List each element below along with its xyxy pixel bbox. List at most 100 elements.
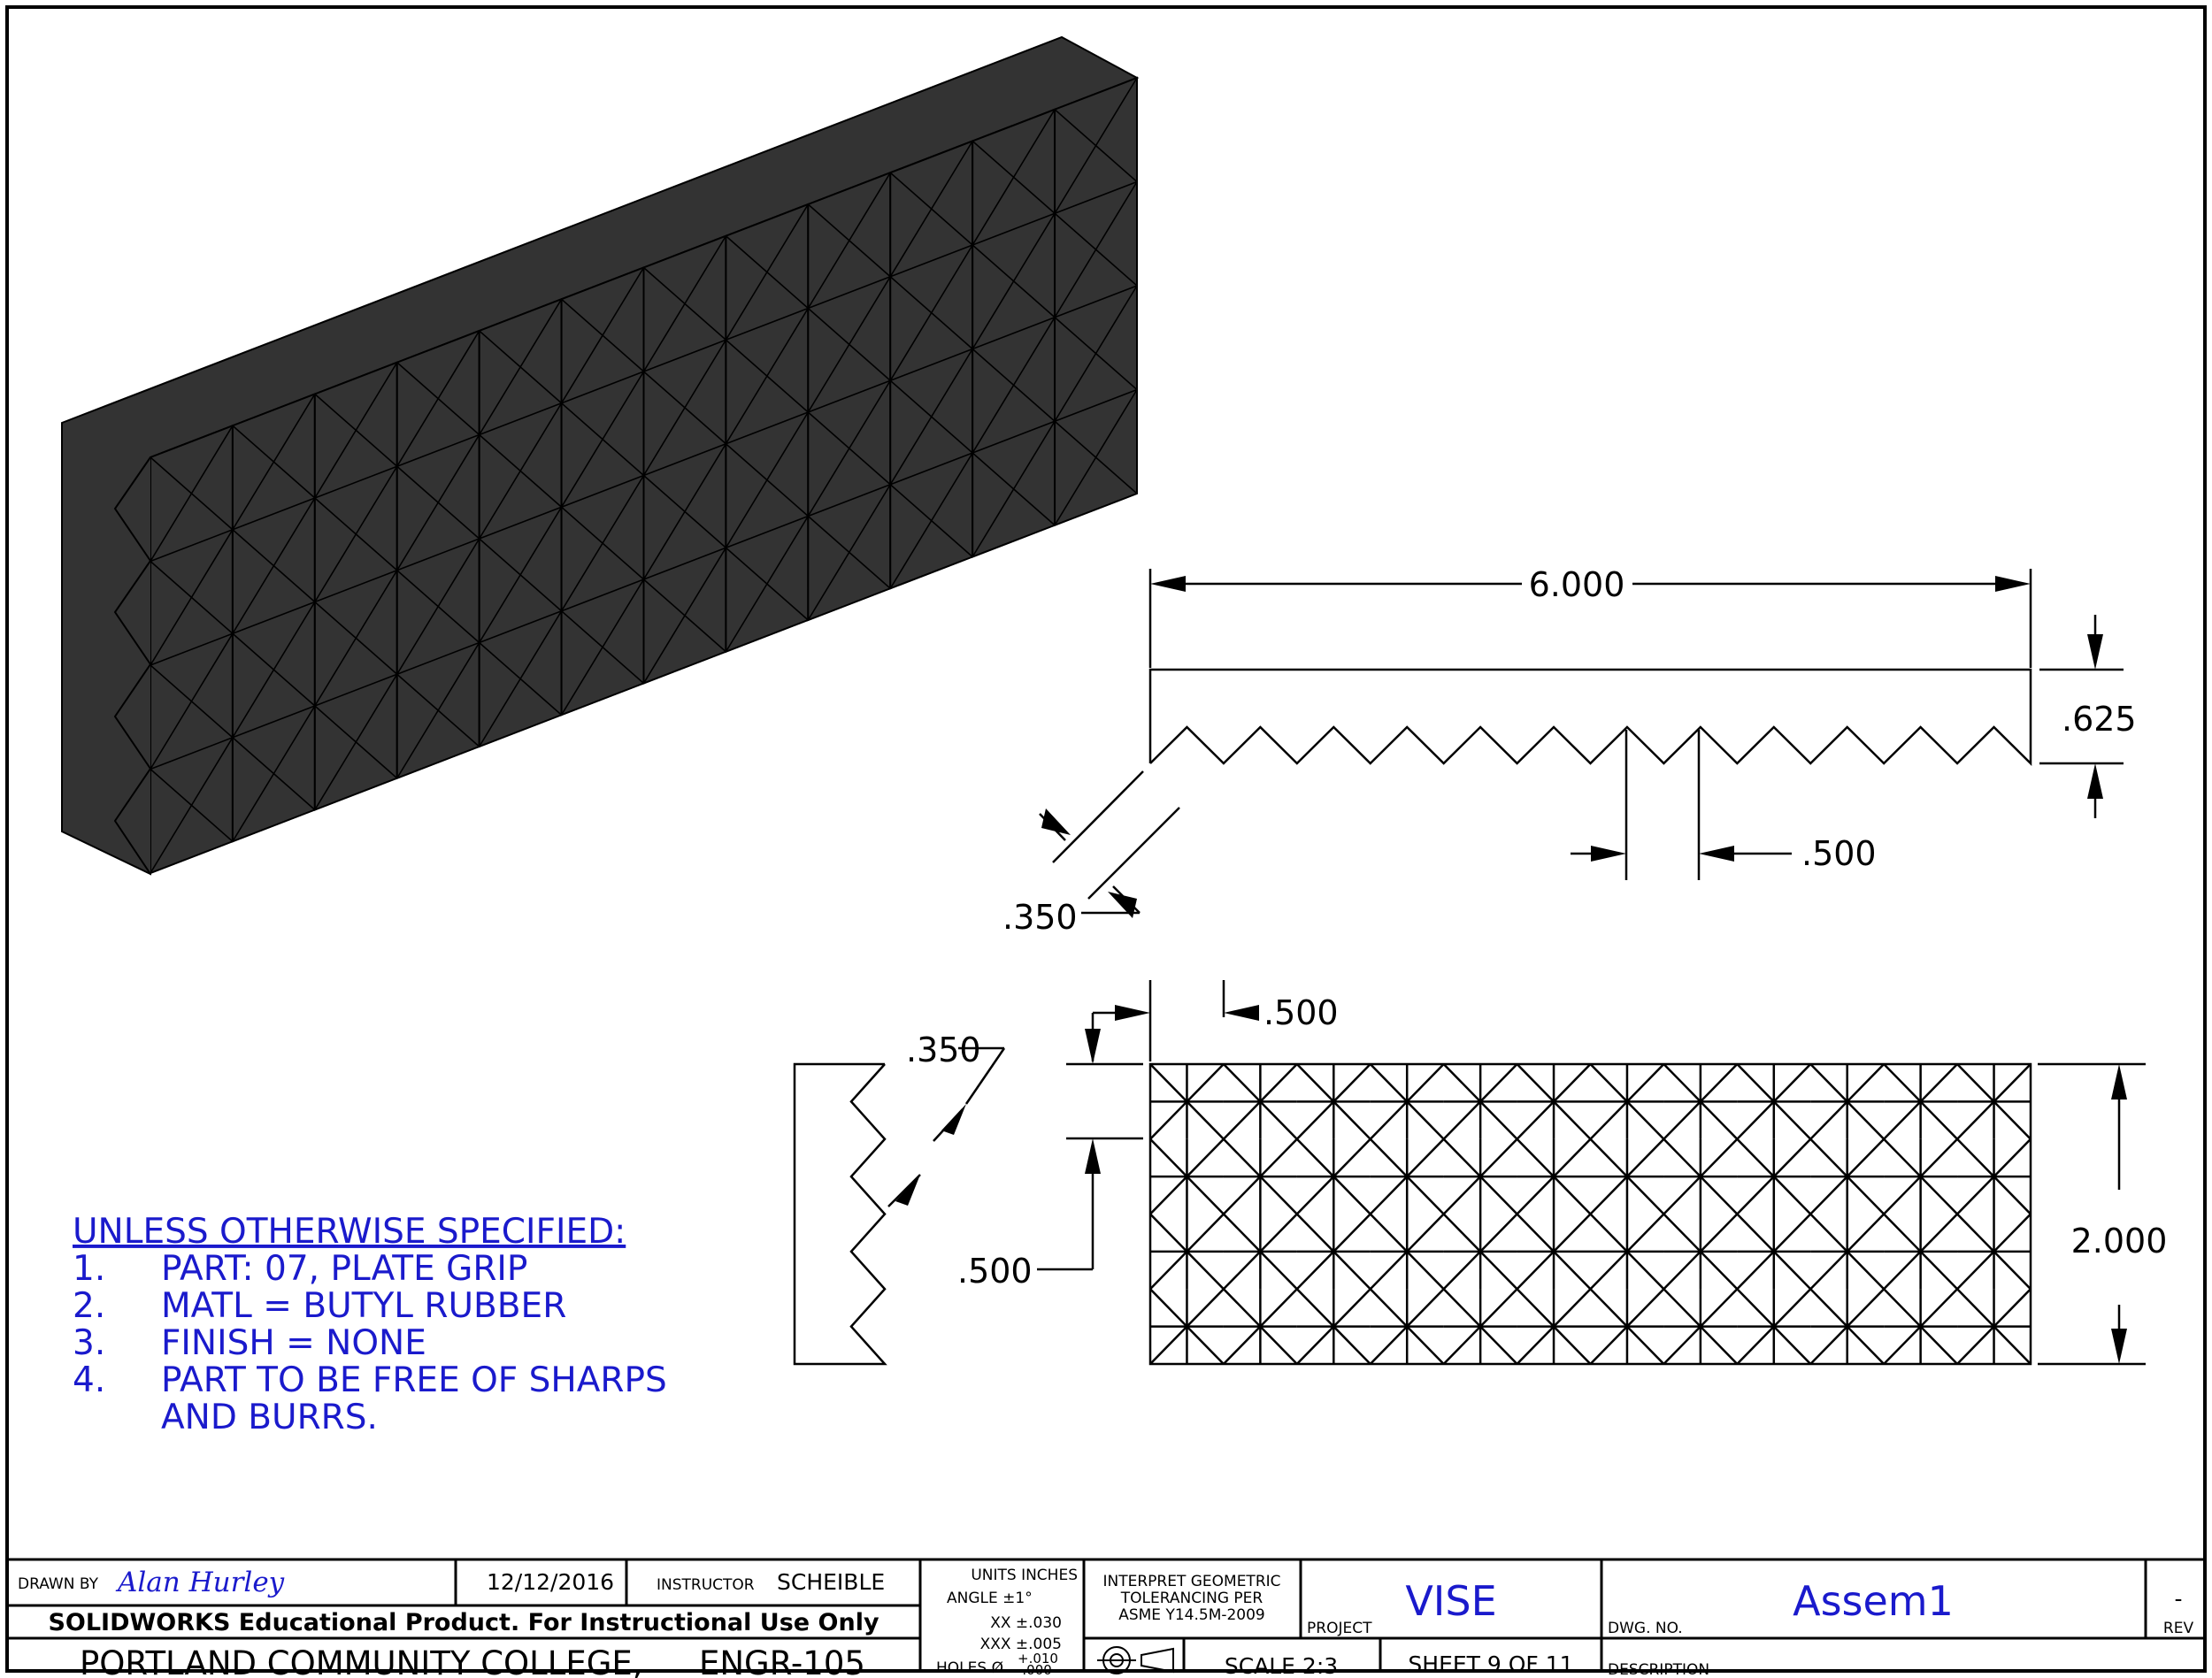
pyramid-edge: [808, 276, 891, 310]
pyramid-edge: [190, 425, 234, 494]
pyramid-edge: [150, 701, 193, 770]
pyramid-edge: [273, 461, 316, 499]
pyramid-edge: [561, 371, 644, 404]
pyramid-edge: [437, 434, 480, 503]
pyramid-edge: [232, 425, 274, 463]
pyramid-edge: [889, 556, 973, 589]
pyramid-edge: [314, 778, 398, 811]
pyramid-edge: [479, 714, 562, 747]
pyramid-edge: [807, 448, 850, 517]
pyramid-edge: [561, 610, 603, 648]
pyramid-edge: [889, 416, 933, 486]
pyramid-edge: [150, 768, 192, 806]
holes-tol: HOLES Ø: [936, 1659, 1003, 1677]
pyramid-edge: [355, 570, 398, 639]
pyramid-edge: [849, 448, 891, 486]
description-label: DESCRIPTION: [1608, 1661, 1709, 1678]
pyramid-edge: [232, 705, 316, 739]
pyramid-edge: [849, 172, 891, 241]
pyramid-edge: [684, 615, 726, 653]
pyramid-edge: [396, 398, 439, 467]
pyramid-edge: [479, 330, 521, 368]
pyramid-edge: [1054, 109, 1097, 147]
pyramid-edge: [437, 330, 480, 400]
pyramid-edge: [889, 520, 933, 589]
pyramid-edge: [396, 746, 480, 779]
pyramid-edge: [232, 773, 275, 842]
gdt-line-3: ASME Y14.5M-2009: [1118, 1606, 1265, 1624]
note-4-cont: AND BURRS.: [161, 1398, 378, 1437]
dim-pitch-front-v: .500: [957, 1252, 1033, 1291]
pyramid-edge: [807, 240, 850, 309]
pyramid-edge: [479, 538, 521, 576]
pyramid-edge: [1013, 176, 1056, 214]
pyramid-edge: [150, 737, 234, 770]
pyramid-edge: [1054, 145, 1097, 214]
rev-value: -: [2174, 1586, 2182, 1612]
pyramid-edge: [1054, 180, 1138, 214]
pyramid-edge: [396, 673, 439, 711]
pyramid-edge: [1013, 384, 1056, 422]
pyramid-edge: [232, 565, 275, 634]
dimension-arrowheads: [895, 576, 2127, 1364]
pyramid-edge: [889, 244, 973, 278]
note-3-text: FINISH = NONE: [161, 1323, 426, 1363]
pyramid-edge: [889, 452, 973, 486]
pyramid-edge: [561, 474, 644, 508]
holes-tol-plus: +.010: [1018, 1651, 1058, 1667]
gdt-line-2: TOLERANCING PER: [1120, 1590, 1263, 1607]
dwg-no-label: DWG. NO.: [1608, 1620, 1683, 1637]
pyramid-edge: [808, 484, 891, 517]
pyramid-edge: [519, 366, 563, 404]
pyramid-edge: [849, 379, 891, 449]
pyramid-edge: [642, 371, 686, 409]
pyramid-edge: [725, 547, 768, 585]
pyramid-edge: [560, 334, 603, 404]
pyramid-edge: [1012, 420, 1056, 490]
pyramid-edge: [437, 606, 480, 644]
pyramid-edge: [273, 705, 316, 775]
pyramid-edge: [150, 560, 192, 598]
pyramid-edge: [561, 578, 644, 612]
pyramid-edge: [684, 547, 727, 617]
sheet-border: [5, 5, 2207, 1673]
drawn-by-signature: Alan Hurley: [115, 1567, 285, 1598]
pyramid-edge: [314, 637, 357, 707]
pyramid-edge: [889, 208, 933, 278]
pyramid-edge: [684, 443, 727, 512]
pyramid-edge: [972, 244, 1015, 282]
dimension-lines: [887, 569, 2146, 1366]
pyramid-edge: [314, 705, 357, 743]
pyramid-edge: [642, 578, 686, 617]
pyramid-edge: [519, 574, 563, 612]
pyramid-edge: [396, 606, 439, 675]
isometric-view: [61, 35, 1140, 876]
pyramid-edge: [972, 140, 1015, 178]
pyramid-edge: [437, 502, 480, 540]
pyramid-edge: [560, 439, 603, 508]
pyramid-edge: [519, 402, 563, 471]
general-notes: UNLESS OTHERWISE SPECIFIED: 1. PART: 07,…: [73, 1212, 667, 1437]
pyramid-edge: [684, 407, 726, 445]
pyramid-edge: [273, 497, 316, 567]
pyramid-edge: [766, 203, 810, 273]
pyramid-edge: [355, 637, 398, 675]
pyramid-edge: [972, 348, 1015, 386]
pyramid-edge: [642, 407, 686, 476]
pyramid-edge: [519, 506, 563, 576]
pyramid-edge: [642, 266, 686, 304]
front-view: [1148, 1062, 2032, 1366]
pyramid-edge: [1054, 212, 1097, 250]
pyramid-edge: [561, 506, 603, 544]
pyramid-edge: [437, 398, 480, 436]
pyramid-edge: [561, 402, 603, 441]
pyramid-edge: [725, 583, 768, 653]
pyramid-edge: [972, 384, 1015, 454]
pyramid-edge: [643, 339, 726, 372]
pyramid-edge: [643, 651, 726, 685]
dim-length: 6.000: [1529, 565, 1625, 604]
pyramid-edge: [479, 506, 562, 540]
pyramid-edge: [849, 484, 891, 553]
pyramid-edge: [1094, 181, 1138, 250]
pyramid-edge: [561, 298, 603, 336]
